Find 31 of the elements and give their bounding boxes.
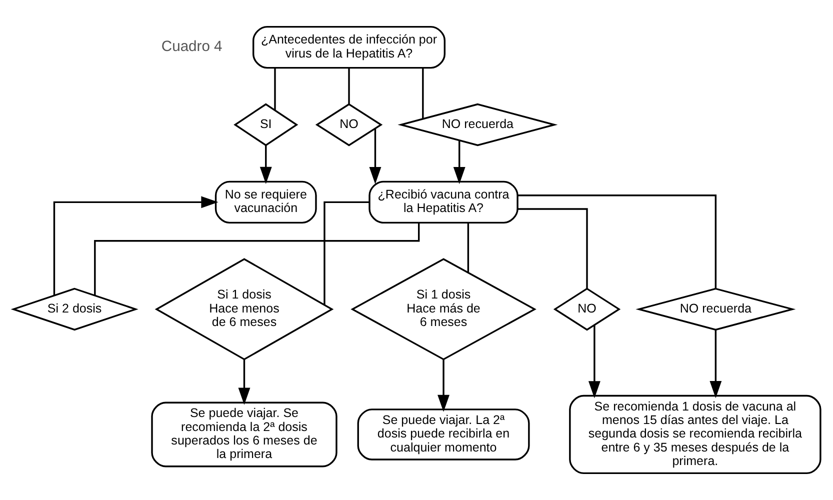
node-diamond: NO: [552, 288, 620, 331]
node-diamond: NO recuerda: [397, 103, 558, 146]
connector: [323, 201, 369, 305]
connector: [348, 68, 350, 104]
node-diamond: NO recuerda: [635, 288, 796, 331]
node-box: Se puede viajar. Se recomienda la 2ª dosis superados los 6 meses de la primera: [150, 402, 337, 468]
node-box: No se requiere vacunación: [214, 180, 316, 224]
connector: [422, 68, 424, 119]
arrow: [52, 196, 218, 296]
node-diamond: Si 2 dosis: [10, 288, 138, 331]
arrow: [259, 145, 272, 184]
arrow: [709, 330, 722, 398]
node-diamond: NO: [314, 103, 382, 146]
node-diamond: SI: [233, 103, 298, 146]
node-box: ¿Recibió vacuna contra la Hepatitis A?: [368, 180, 518, 224]
node-diamond: Si 1 dosis Hace más de 6 meses: [350, 258, 536, 360]
arrow: [437, 359, 450, 412]
arrow: [238, 359, 250, 405]
node-box: Se recomienda 1 dosis de vacuna al menos 15 días antes del viaje. La segunda dosis se recomienda recibirla entre 6 y 35 meses después de la primera.: [568, 394, 821, 474]
arrow: [452, 140, 465, 184]
arrow: [588, 325, 600, 398]
connector: [94, 222, 420, 296]
node-box: Se puede viajar. La 2ª dosis puede recibirla en cualquier momento: [356, 408, 530, 460]
connector: [517, 194, 716, 288]
label: Cuadro 4: [160, 39, 222, 56]
arrow: [368, 128, 381, 184]
node-box: ¿Antecedentes de infección por virus de la Hepatitis A?: [252, 26, 446, 69]
connector: [517, 208, 588, 288]
connector: [466, 222, 469, 273]
connector: [274, 68, 276, 110]
node-diamond: Si 1 dosis Hace menos de 6 meses: [154, 258, 334, 360]
